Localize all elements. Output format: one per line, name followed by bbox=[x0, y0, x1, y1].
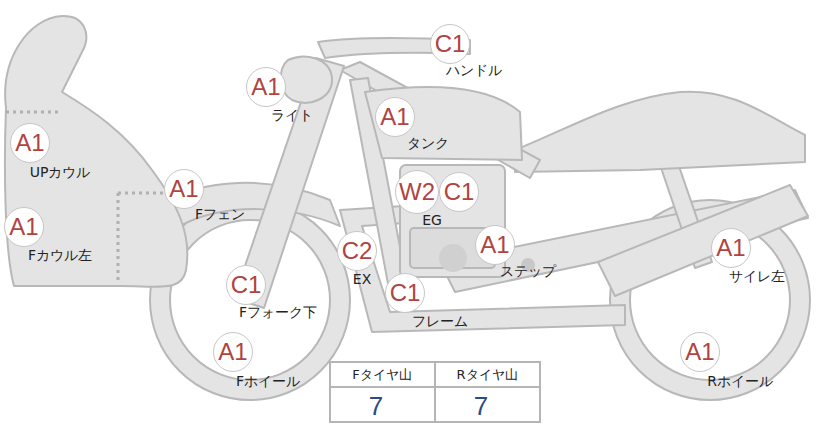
grade-code: A1 bbox=[685, 340, 714, 364]
part-name: ライト bbox=[271, 108, 313, 123]
part-name: タンク bbox=[407, 136, 449, 151]
grade-code: A1 bbox=[716, 236, 745, 260]
part-name: Rホイール bbox=[707, 374, 773, 389]
grade-circle: A1 bbox=[246, 67, 286, 107]
part-name: Fホイール bbox=[236, 374, 300, 389]
grade-code: A1 bbox=[9, 215, 38, 239]
grade-circle: A1 bbox=[164, 169, 204, 209]
grade-code: A1 bbox=[480, 233, 509, 257]
part-name: EG bbox=[422, 213, 442, 228]
grade-code: W2 bbox=[399, 180, 435, 204]
grade-circle: C1 bbox=[226, 265, 266, 305]
part-name: Fカウル左 bbox=[28, 248, 92, 263]
grade-circle: C2 bbox=[337, 231, 377, 271]
tire-value: 7 bbox=[474, 392, 488, 421]
part-name: フレーム bbox=[412, 314, 468, 329]
grade-code: A1 bbox=[169, 177, 198, 201]
grade-code: A1 bbox=[15, 131, 44, 155]
grade-code: C1 bbox=[390, 281, 421, 305]
grade-code: C2 bbox=[342, 239, 373, 263]
part-name: ステップ bbox=[500, 264, 556, 279]
tire-value: 7 bbox=[369, 392, 383, 421]
grade-circle: C1 bbox=[385, 273, 425, 313]
grade-circle: A1 bbox=[375, 97, 415, 137]
part-name: UPカウル bbox=[30, 165, 91, 180]
grade-circle: A1 bbox=[213, 332, 253, 372]
grade-circle: C1 bbox=[439, 172, 479, 212]
grade-code: C1 bbox=[444, 180, 475, 204]
part-name: EX bbox=[353, 272, 371, 287]
grade-circle: W2 bbox=[395, 170, 439, 214]
table-header: Fタイヤ山 bbox=[352, 368, 411, 382]
grade-code: A1 bbox=[380, 105, 409, 129]
grade-code: C1 bbox=[231, 273, 262, 297]
grade-circle: A1 bbox=[711, 228, 751, 268]
grade-circle: C1 bbox=[430, 24, 470, 64]
grade-code: C1 bbox=[435, 32, 466, 56]
part-name: Fフェン bbox=[195, 207, 245, 222]
grade-circle: A1 bbox=[475, 225, 515, 265]
grade-code: A1 bbox=[218, 340, 247, 364]
part-name: ハンドル bbox=[446, 63, 502, 78]
grade-circle: A1 bbox=[4, 207, 44, 247]
grade-circle: A1 bbox=[680, 332, 720, 372]
table-header: Rタイヤ山 bbox=[456, 368, 517, 382]
part-name: Fフォーク下 bbox=[239, 305, 317, 320]
part-name: サイレ左 bbox=[729, 269, 785, 284]
grade-code: A1 bbox=[251, 75, 280, 99]
grade-circle: A1 bbox=[10, 123, 50, 163]
